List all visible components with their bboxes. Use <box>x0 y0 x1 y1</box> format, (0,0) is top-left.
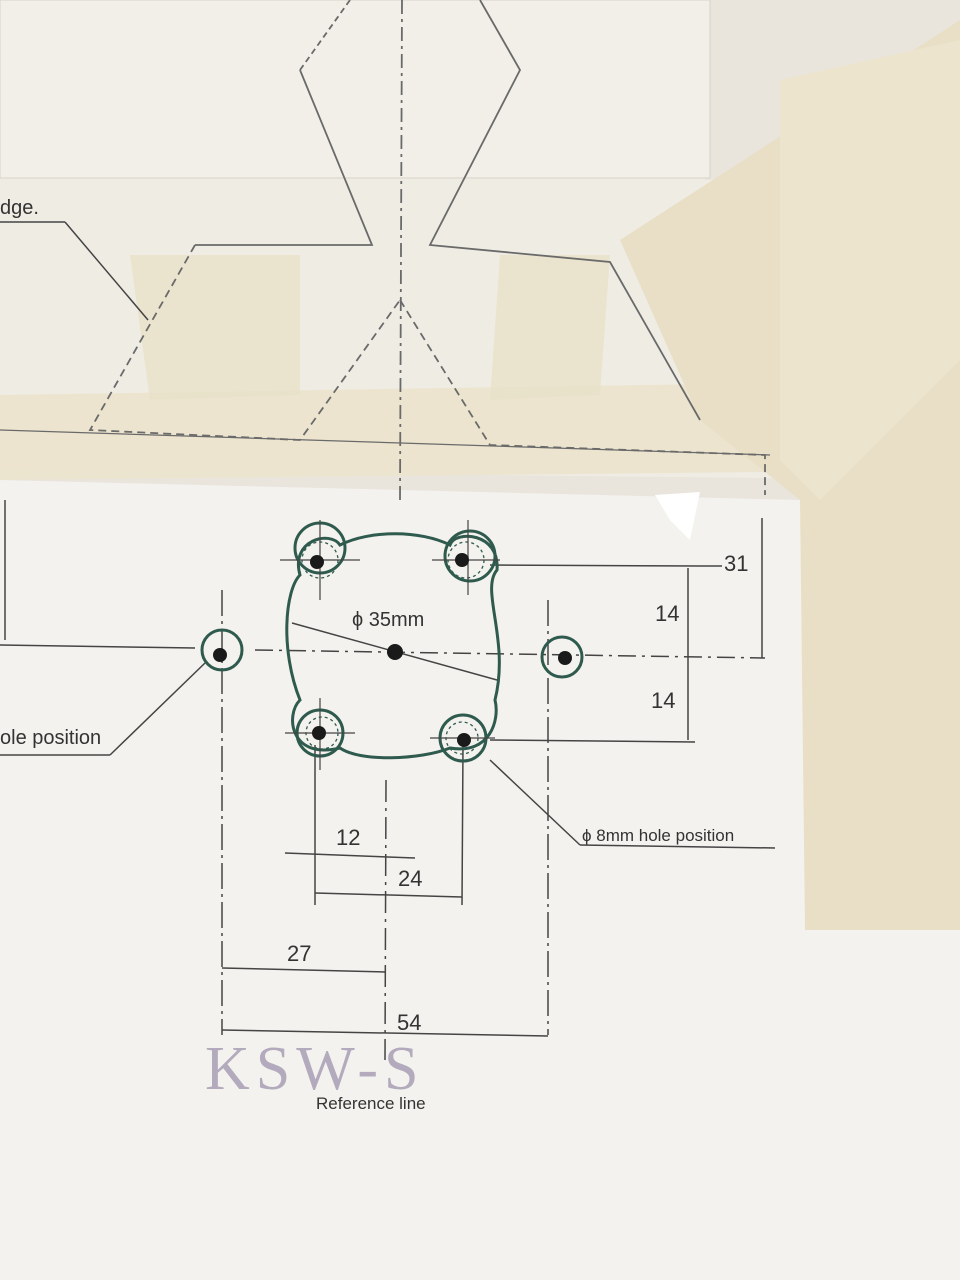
label-dim-54: 54 <box>397 1010 422 1035</box>
dimension-lines <box>0 500 776 1061</box>
masking-tape-diagonal <box>780 40 960 500</box>
model-stamp: KSW-S <box>205 1035 425 1103</box>
paper-tear <box>655 492 700 540</box>
label-dim-24: 24 <box>398 866 423 891</box>
hole-bottom-left <box>312 726 326 740</box>
label-center-hole-diameter: ϕ 35mm <box>352 609 425 631</box>
hole-top-left <box>310 555 324 569</box>
label-dim-14-lower: 14 <box>651 688 676 713</box>
tape-patch-mid <box>490 255 610 400</box>
hole-bottom-right <box>457 733 471 747</box>
label-dim-12: 12 <box>336 825 361 850</box>
leader-top-left <box>0 221 149 321</box>
label-small-hole-position: ϕ 8mm hole position <box>582 826 735 845</box>
upper-left-sheet <box>0 0 711 179</box>
template-paper <box>0 480 960 1280</box>
hole-left <box>213 648 227 662</box>
label-dim-14-upper: 14 <box>655 601 680 626</box>
hole-right <box>558 651 572 665</box>
tape-patch-left <box>130 255 300 400</box>
star-outline-upper <box>0 0 771 501</box>
hole-center <box>387 644 403 660</box>
label-dim-31: 31 <box>724 551 749 576</box>
label-dim-27: 27 <box>287 941 312 966</box>
punched-holes <box>213 553 572 747</box>
label-reference-line: Reference line <box>316 1094 426 1113</box>
label-side-hole-position: ole position <box>0 727 102 749</box>
label-top-left-fragment: dge. <box>0 197 39 219</box>
hole-top-right <box>455 553 469 567</box>
